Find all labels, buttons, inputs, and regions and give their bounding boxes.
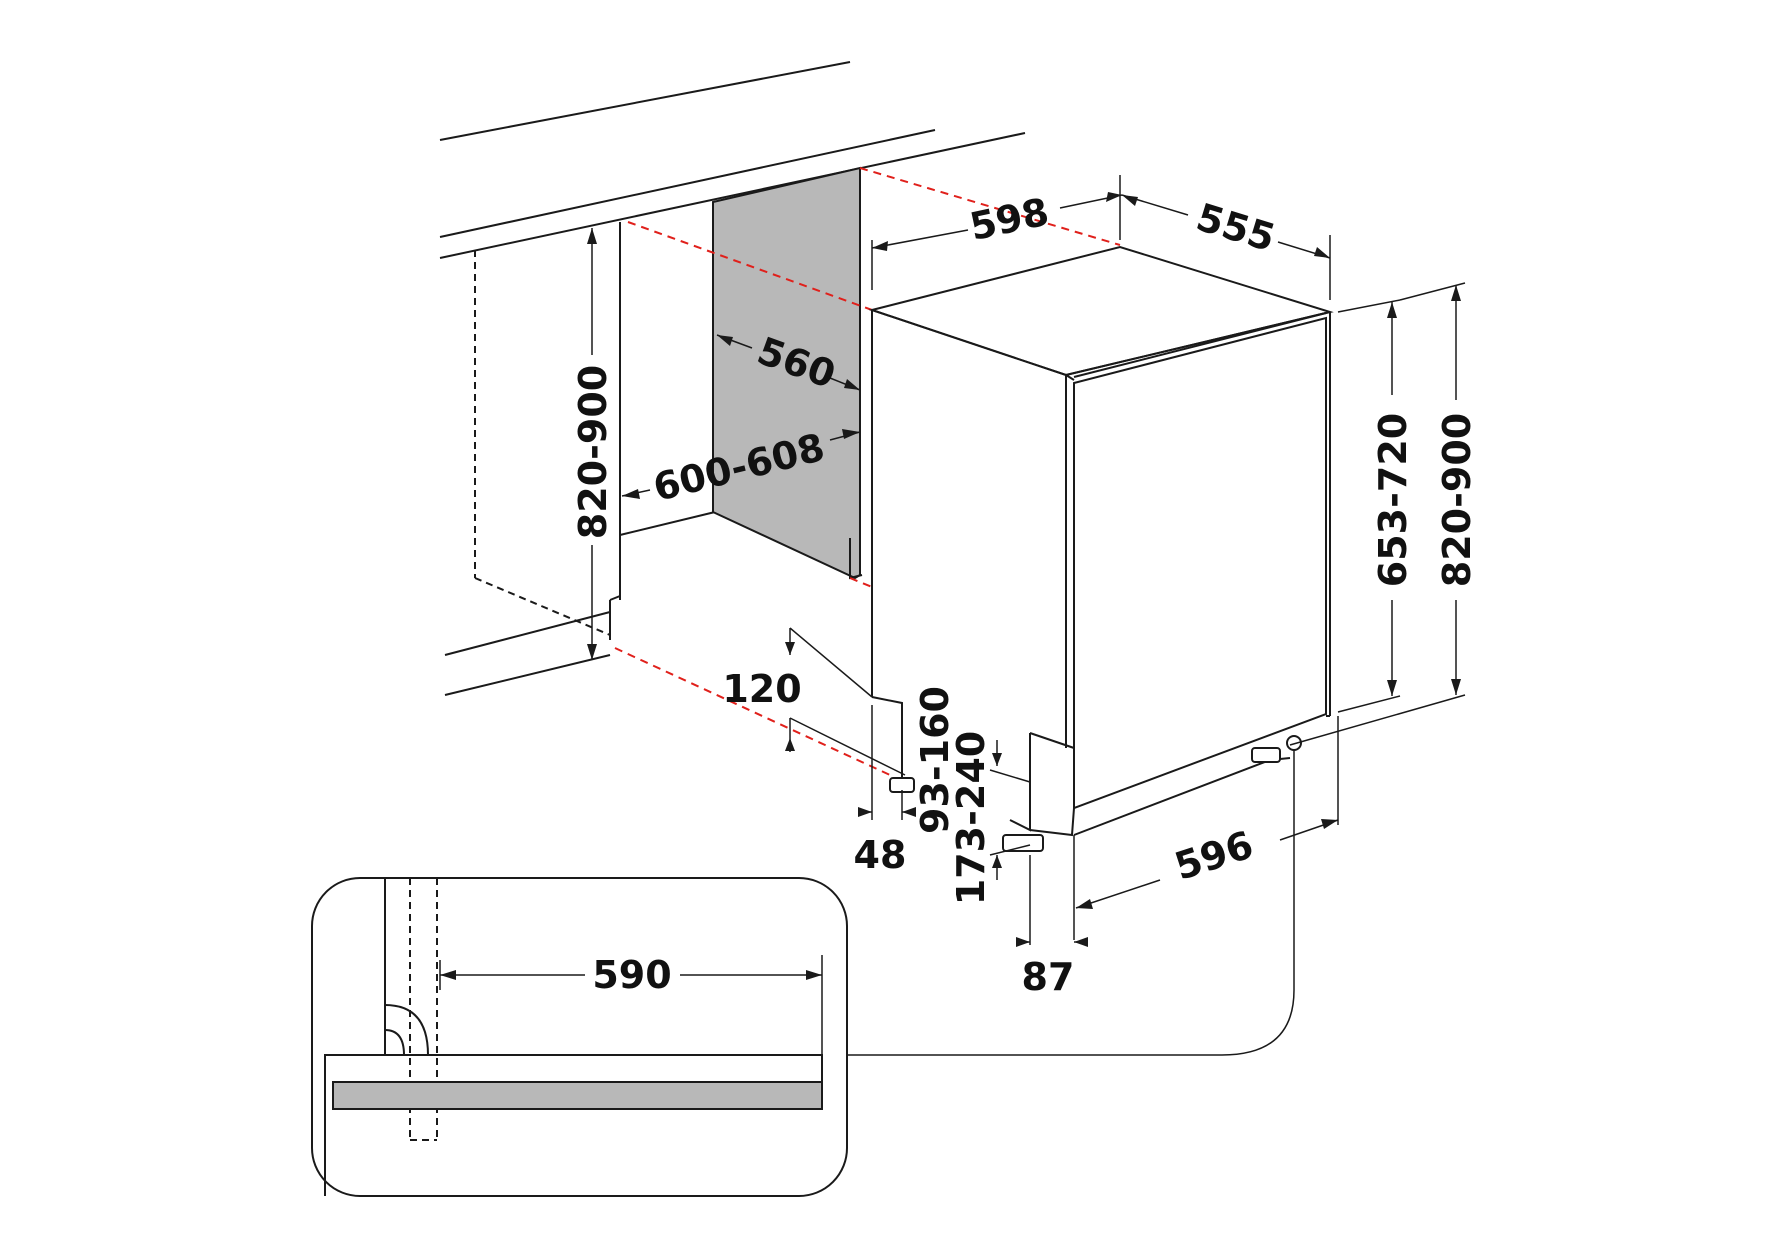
foot-front-left	[1002, 834, 1044, 852]
label-653-720: 653-720	[1371, 413, 1415, 587]
label-87: 87	[1022, 955, 1075, 999]
foot-rear-left	[889, 777, 915, 793]
plinth	[332, 1081, 823, 1110]
countertop	[439, 61, 1026, 259]
dim-555: 555	[1121, 194, 1331, 300]
floor	[444, 611, 611, 696]
detail-leader	[848, 750, 1295, 1056]
dim-820-900-left: 820-900	[571, 228, 615, 660]
dim-feet-ranges: 93-160 173-240	[913, 686, 1031, 905]
label-598: 598	[966, 190, 1053, 250]
label-93-160: 93-160	[913, 686, 957, 834]
dim-48: 48	[854, 705, 916, 877]
feet	[889, 735, 1302, 852]
dim-653-720: 653-720	[1337, 299, 1415, 713]
label-555: 555	[1191, 195, 1280, 260]
dim-820-900-right: 820-900	[1289, 282, 1479, 746]
label-120: 120	[722, 667, 801, 711]
detail-inset: 590	[311, 877, 848, 1197]
foot-front-right	[1251, 747, 1281, 763]
label-173-240: 173-240	[949, 731, 993, 905]
label-820-900-left: 820-900	[571, 365, 615, 539]
left-cabinet	[474, 222, 716, 640]
label-48: 48	[854, 833, 907, 877]
dim-120: 120	[722, 627, 906, 776]
dishwasher	[868, 245, 1334, 837]
label-820-900-right: 820-900	[1435, 413, 1479, 587]
dim-87: 87	[1016, 855, 1088, 999]
dim-598: 598	[871, 175, 1123, 290]
guide-lines	[614, 167, 1121, 776]
label-590: 590	[592, 953, 671, 997]
label-596: 596	[1169, 822, 1258, 888]
